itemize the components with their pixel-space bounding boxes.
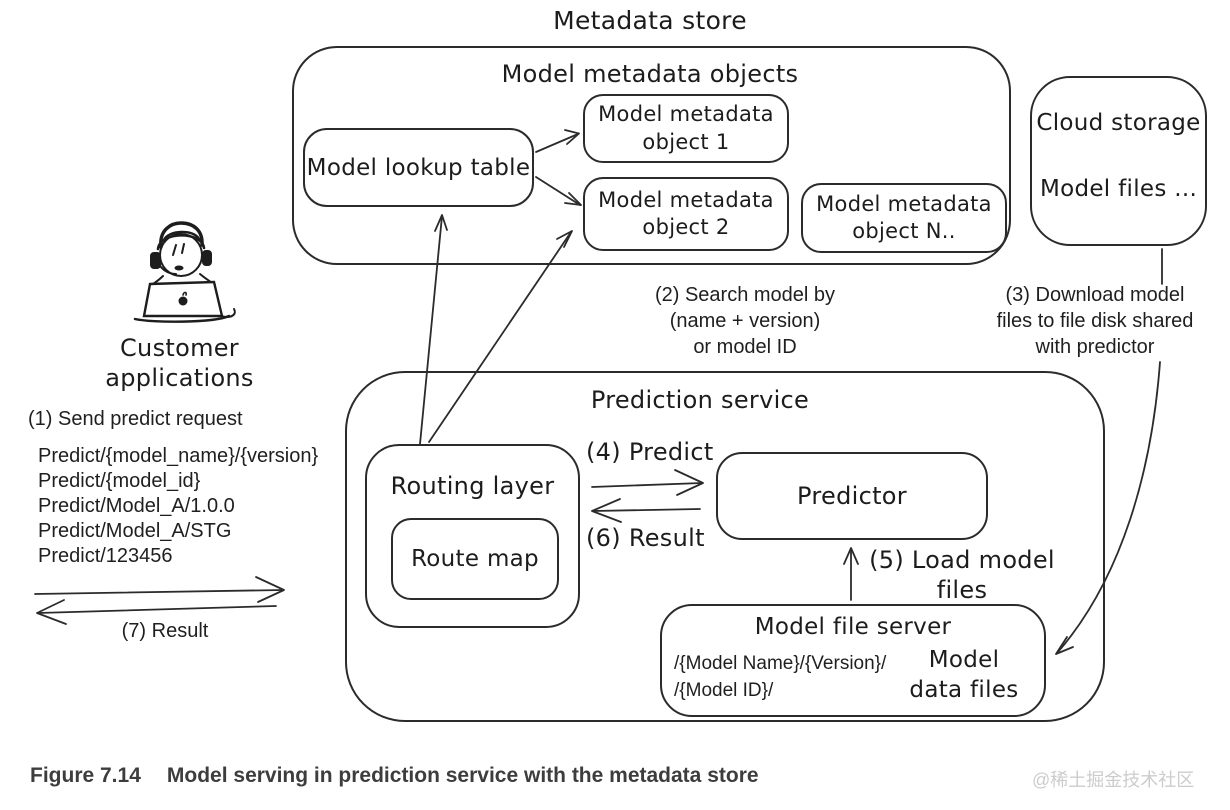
cloud-storage-label: Cloud storage (1036, 110, 1201, 136)
note-load-model-5: (5) Load model files (869, 546, 1055, 604)
model-path-item: /{Model Name}/{Version}/ (674, 653, 887, 674)
routing-layer-label: Routing layer (390, 472, 555, 500)
prediction-service-label: Prediction service (590, 386, 810, 414)
predict-request-item: Predict/{model_id} (38, 470, 201, 492)
model-metadata-object-n-label: Model metadata object N.. (816, 191, 992, 243)
customer-applications-label: Customer applications (105, 334, 254, 392)
route-map-label: Route map (411, 546, 539, 572)
note-predict-4: (4) Predict (586, 438, 714, 466)
note-result-7: (7) Result (121, 620, 209, 642)
predict-request-item: Predict/Model_A/STG (38, 520, 232, 542)
model-path-item: /{Model ID}/ (674, 680, 774, 701)
model-file-server-label: Model file server (754, 614, 952, 640)
cloud-storage-box: Cloud storage Model files ... (1030, 76, 1207, 246)
figure-number: Figure 7.14 (30, 764, 141, 787)
route-map-box: Route map (391, 518, 559, 600)
model-metadata-object-1-label: Model metadata object 1 (598, 102, 774, 154)
model-data-files-label: Model data files (909, 647, 1019, 703)
predict-request-item: Predict/{model_name}/{version} (38, 445, 319, 467)
figure-caption: Figure 7.14 Model serving in prediction s… (30, 764, 759, 788)
metadata-store-title: Metadata store (553, 5, 747, 35)
predict-request-item: Predict/Model_A/1.0.0 (38, 495, 235, 517)
note-send-predict-request: (1) Send predict request (28, 408, 243, 430)
predictor-label: Predictor (797, 482, 907, 510)
predict-request-list: Predict/{model_name}/{version} Predict/{… (38, 444, 348, 569)
predictor-box: Predictor (716, 452, 988, 540)
model-metadata-object-n-box: Model metadata object N.. (801, 183, 1007, 253)
note-download-model: (3) Download model files to file disk sh… (996, 284, 1194, 358)
watermark: @稀土掘金技术社区 (1032, 770, 1195, 790)
model-file-server-box: Model file server /{Model Name}/{Version… (660, 604, 1046, 717)
cloud-storage-files-label: Model files ... (1039, 176, 1198, 202)
model-metadata-object-2-label: Model metadata object 2 (598, 187, 774, 239)
model-lookup-table-box: Model lookup table (303, 128, 534, 207)
model-metadata-objects-label: Model metadata objects (501, 60, 799, 88)
note-result-6: (6) Result (586, 524, 705, 552)
model-metadata-object-2-box: Model metadata object 2 (583, 177, 789, 251)
predict-request-item: Predict/123456 (38, 545, 173, 567)
model-lookup-table-label: Model lookup table (306, 154, 531, 181)
figure-title: Model serving in prediction service with… (166, 764, 759, 787)
model-metadata-object-1-box: Model metadata object 1 (583, 94, 789, 163)
note-search-model: (2) Search model by (name + version) or … (654, 284, 836, 358)
model-file-server-paths: /{Model Name}/{Version}/ /{Model ID}/ (674, 650, 886, 704)
